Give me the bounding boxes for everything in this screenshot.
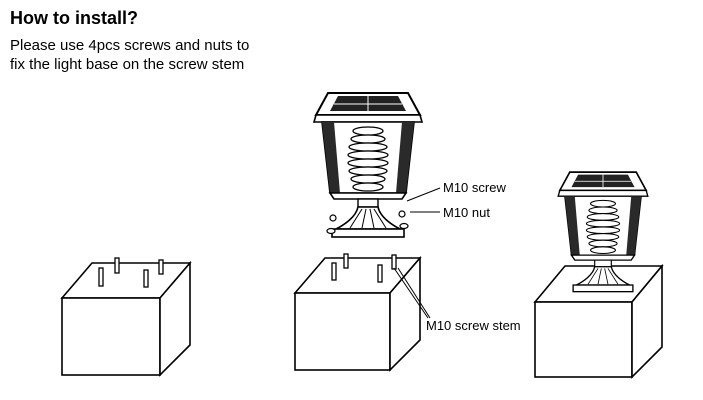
m10-screw-stem-label: M10 screw stem: [426, 318, 521, 333]
m10-screw-label: M10 screw: [443, 180, 506, 195]
post-with-stems: [60, 257, 192, 377]
instruction-text: Please use 4pcs screws and nuts to fix t…: [10, 36, 330, 74]
instruction-line-2: fix the light base on the screw stem: [10, 56, 245, 73]
post-with-lamp-above: [293, 92, 423, 372]
screw-and-nut-parts: [326, 210, 409, 235]
page-title: How to install?: [10, 8, 138, 28]
m10-nut-label: M10 nut: [443, 205, 490, 220]
post-with-installed-lamp: [533, 171, 664, 379]
instruction-line-1: Please use 4pcs screws and nuts to: [10, 37, 250, 54]
callout-lines: [393, 187, 441, 319]
